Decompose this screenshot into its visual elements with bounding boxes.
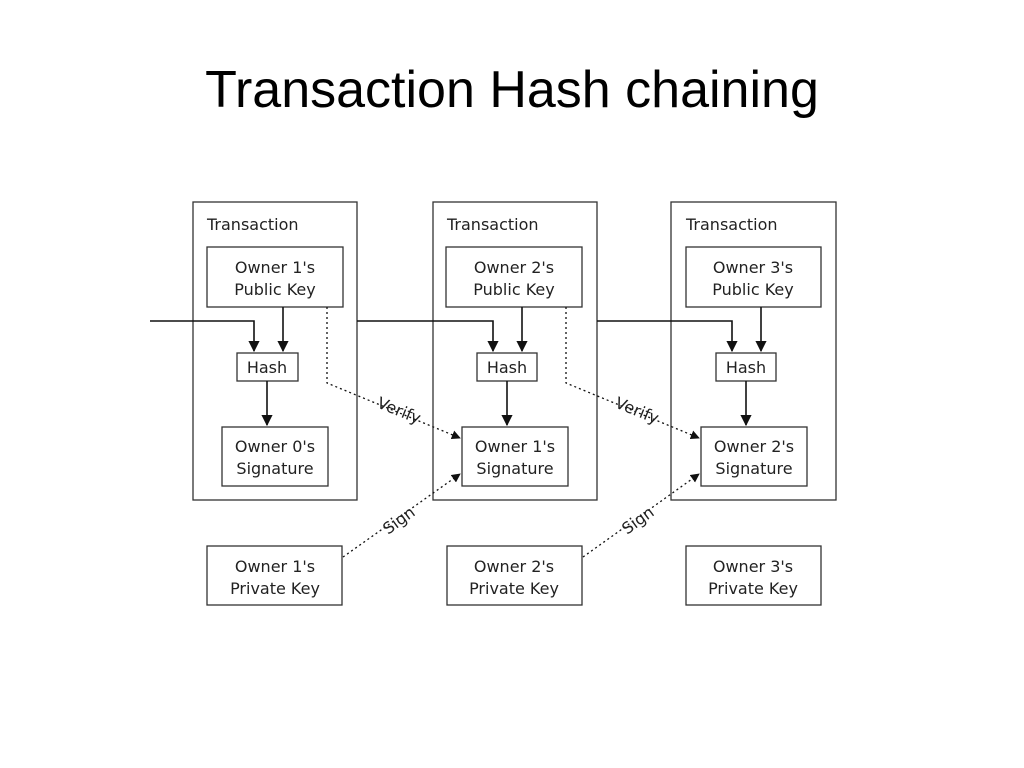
chain-arrow-in-1 (150, 320, 260, 353)
hash-2-label: Hash (487, 358, 527, 377)
verify-sign-arrows (326, 307, 700, 558)
owner-0-signature-line1: Owner 0's (235, 437, 315, 456)
verify-arrow-1 (326, 307, 461, 440)
owner-1-private-key-box (206, 545, 343, 606)
verify-label-2: Verify (613, 393, 662, 428)
owner-2-signature-line1: Owner 2's (714, 437, 794, 456)
owner-3-public-key-line2: Public Key (712, 280, 793, 299)
chain-arrow-1-to-2 (357, 320, 499, 353)
owner-1-private-key-line1: Owner 1's (235, 557, 315, 576)
transaction-3-header: Transaction (685, 215, 778, 234)
sign-arrow-1 (342, 473, 461, 558)
owner-1-signature-line2: Signature (476, 459, 553, 478)
owner-1-public-key-line1: Owner 1's (235, 258, 315, 277)
transaction-1: Transaction Owner 1's Public Key Hash Ow… (192, 201, 358, 501)
owner-2-public-key-line2: Public Key (473, 280, 554, 299)
owner-1-signature-box (461, 426, 569, 487)
owner-2-private-key-line2: Private Key (469, 579, 559, 598)
owner-1-public-key-line2: Public Key (234, 280, 315, 299)
private-key-1: Owner 1's Private Key (206, 545, 343, 606)
private-key-2: Owner 2's Private Key (446, 545, 583, 606)
owner-1-signature-line1: Owner 1's (475, 437, 555, 456)
transaction-1-header: Transaction (206, 215, 299, 234)
hash-1-label: Hash (247, 358, 287, 377)
transaction-2-header: Transaction (446, 215, 539, 234)
hash-1-box (236, 352, 299, 382)
owner-3-private-key-box (685, 545, 822, 606)
verify-arrow-2 (565, 307, 700, 440)
hash-3-label: Hash (726, 358, 766, 377)
sign-arrow-2 (582, 473, 700, 558)
transaction-3: Transaction Owner 3's Public Key Hash Ow… (670, 201, 837, 501)
verify-label-1: Verify (375, 393, 424, 428)
transaction-2: Transaction Owner 2's Public Key Hash Ow… (432, 201, 598, 501)
owner-3-public-key-line1: Owner 3's (713, 258, 793, 277)
page-title: Transaction Hash chaining (205, 61, 819, 119)
hash-2-box (476, 352, 538, 382)
owner-3-private-key-line2: Private Key (708, 579, 798, 598)
owner-2-signature-line2: Signature (715, 459, 792, 478)
chain-arrow-2-to-3 (597, 320, 738, 353)
owner-2-private-key-box (446, 545, 583, 606)
owner-1-public-key-box (206, 246, 344, 308)
owner-2-signature-box (700, 426, 808, 487)
owner-3-public-key-box (685, 246, 822, 308)
owner-1-private-key-line2: Private Key (230, 579, 320, 598)
owner-0-signature-line2: Signature (236, 459, 313, 478)
owner-3-private-key-line1: Owner 3's (713, 557, 793, 576)
chain-arrows (150, 307, 767, 427)
owner-2-public-key-box (445, 246, 583, 308)
sign-label-2: Sign (618, 502, 657, 538)
owner-2-public-key-line1: Owner 2's (474, 258, 554, 277)
private-key-3: Owner 3's Private Key (685, 545, 822, 606)
owner-0-signature-box (221, 426, 329, 487)
owner-2-private-key-line1: Owner 2's (474, 557, 554, 576)
